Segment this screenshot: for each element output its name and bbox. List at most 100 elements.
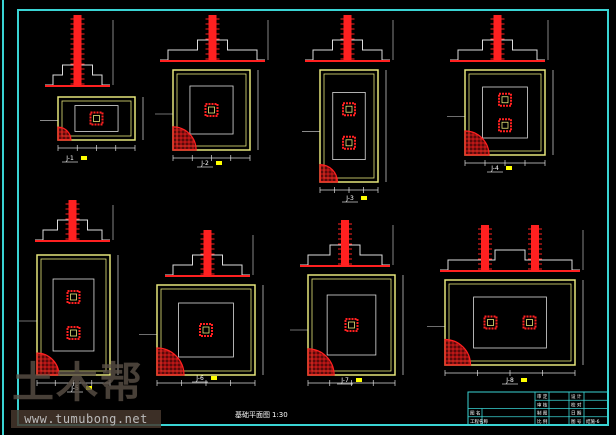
scale-tag — [216, 161, 222, 165]
plan-cushion-outline — [311, 278, 392, 372]
plan-cushion-outline — [448, 283, 572, 362]
column-section — [66, 326, 81, 340]
rebar-mesh-region — [319, 163, 339, 183]
column-outline — [501, 121, 509, 129]
plan-step-outline — [482, 86, 528, 139]
title-block-cell: 审 核 — [537, 401, 548, 408]
column-outline — [501, 96, 509, 104]
plan-outer-outline — [319, 69, 379, 183]
footing-label: J-1 — [65, 155, 74, 162]
plan-outer-outline — [307, 274, 396, 376]
plan-outer-outline — [172, 69, 251, 151]
plan-cushion-outline — [160, 288, 252, 372]
title-block-cell: 制 图 — [537, 410, 548, 417]
plan-cushion-outline — [61, 100, 132, 137]
scale-tag — [356, 378, 362, 382]
column-outline — [208, 106, 215, 114]
column-outline — [345, 139, 353, 147]
column-outline — [93, 115, 100, 122]
footing-detail-6: J-6 — [139, 230, 264, 386]
column-section — [66, 290, 81, 304]
footing-elevation-outline — [440, 249, 580, 271]
drawing-title: 基础平面图 — [235, 410, 270, 419]
footing-detail-4: J-4 — [447, 15, 554, 173]
footing-detail-3: J-3 — [302, 15, 394, 203]
plan-cushion-outline — [468, 73, 542, 152]
column-outline — [526, 319, 533, 326]
plan-step-outline — [326, 294, 377, 356]
column-section — [199, 323, 213, 337]
scale-tag — [211, 376, 217, 380]
column-rebar — [203, 230, 212, 275]
column-rebar — [208, 15, 217, 60]
footing-label: J-8 — [505, 377, 514, 384]
column-section — [522, 315, 537, 330]
column-section — [342, 102, 356, 117]
rebar-mesh-region — [172, 126, 197, 151]
column-rebar — [493, 15, 502, 60]
scale-tag — [86, 386, 92, 390]
title-block-cell: 结施-6 — [586, 418, 600, 425]
watermark-logo: 土木帮 — [12, 358, 145, 407]
footing-detail-1: J-1 — [40, 15, 144, 163]
footing-detail-2: J-2 — [155, 15, 269, 168]
title-block-cell: 审 定 — [537, 393, 548, 400]
title-block-cell: 工程名称 — [470, 418, 488, 425]
drawing-scale: 1:30 — [272, 411, 288, 419]
plan-outer-outline — [57, 96, 136, 141]
column-section — [204, 103, 219, 117]
plan-outer-outline — [444, 279, 576, 366]
title-block: 审 定设 计审 核校 对图 名制 图日 期工程名称比 例图 号结施-6 — [467, 391, 609, 426]
column-section — [498, 92, 512, 107]
drawing-border — [17, 9, 609, 426]
scale-tag — [521, 378, 527, 382]
column-section — [344, 318, 359, 332]
column-section — [89, 111, 104, 126]
footing-detail-8: J-8 — [427, 225, 584, 385]
plan-step-outline — [473, 296, 547, 349]
column-outline — [70, 293, 77, 301]
scale-tag — [81, 156, 87, 160]
column-rebar — [73, 15, 82, 85]
footing-label: J-4 — [490, 165, 499, 172]
column-section — [483, 315, 498, 330]
title-block-cell: 图 名 — [470, 410, 480, 417]
rebar-mesh-region — [444, 338, 472, 366]
column-rebar — [531, 225, 539, 270]
column-section — [498, 118, 512, 133]
plan-step-outline — [332, 92, 366, 160]
column-outline — [345, 105, 353, 113]
plan-step-outline — [74, 105, 119, 132]
title-block-cell: 校 对 — [571, 401, 582, 408]
column-outline — [348, 321, 355, 329]
column-outline — [70, 329, 77, 337]
footing-label: J-2 — [200, 160, 209, 167]
plan-outer-outline — [36, 254, 111, 376]
plan-cushion-outline — [176, 73, 247, 147]
scale-tag — [506, 166, 512, 170]
rebar-mesh-region — [307, 348, 335, 376]
rebar-mesh-region — [57, 126, 72, 141]
footing-label: J-3 — [345, 195, 354, 202]
column-rebar — [481, 225, 489, 270]
footing-label: J-7 — [340, 377, 349, 384]
plan-cushion-outline — [323, 73, 375, 179]
column-outline — [487, 319, 494, 326]
column-rebar — [341, 220, 349, 265]
title-block-cell: 日 期 — [571, 411, 582, 417]
rebar-mesh-region — [36, 352, 60, 376]
plan-step-outline — [52, 278, 95, 352]
column-outline — [202, 326, 210, 334]
plan-step-outline — [178, 302, 234, 358]
column-rebar — [343, 15, 352, 60]
column-section — [342, 135, 356, 150]
footing-detail-5: J-5 — [19, 200, 119, 393]
plan-outer-outline — [464, 69, 546, 156]
title-block-cell: 图 号 — [571, 419, 582, 425]
plan-outer-outline — [156, 284, 256, 376]
plan-cushion-outline — [40, 258, 107, 372]
watermark-url: www.tumubong.net — [11, 410, 161, 428]
plan-step-outline — [189, 85, 234, 135]
title-block-cell: 比 例 — [537, 418, 548, 425]
